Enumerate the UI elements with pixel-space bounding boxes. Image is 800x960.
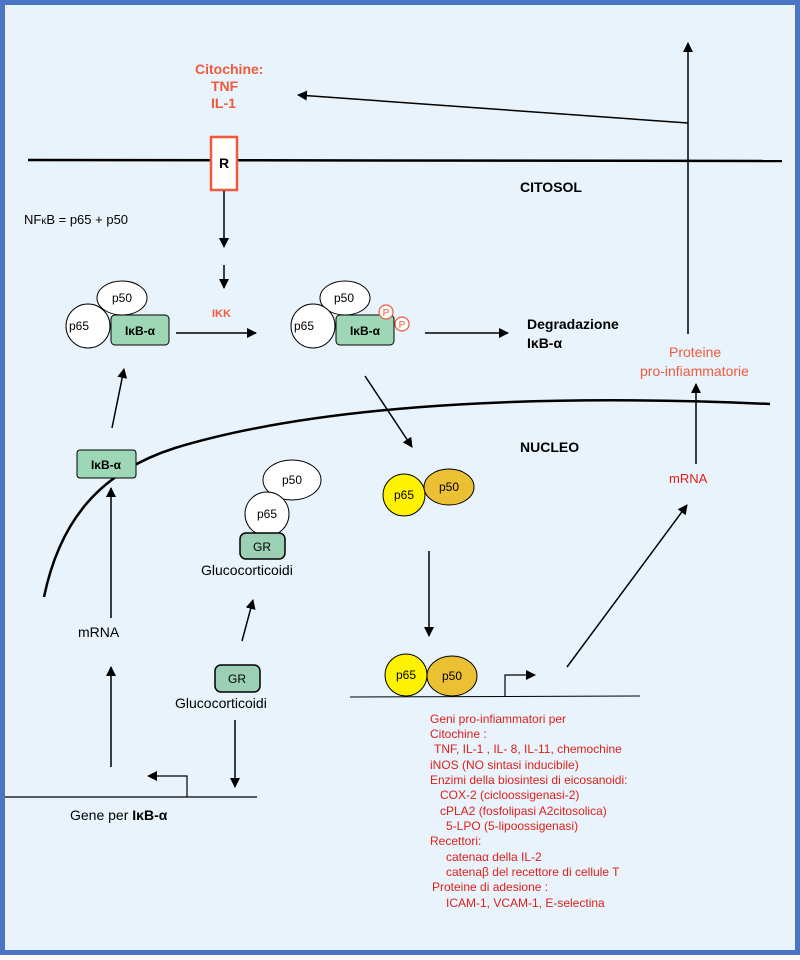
cytokines-title: Citochine:	[195, 61, 263, 77]
promoter-arrow-left	[147, 771, 188, 797]
gr-box-upper	[239, 532, 286, 560]
p50-dna-ellipse	[426, 655, 478, 697]
nuclear-envelope-curve	[42, 399, 771, 598]
glucocorticoid-caption-lower: Glucocorticoidi	[175, 695, 267, 711]
genes-line-13: ICAM-1, VCAM-1, E-selectina	[446, 896, 605, 910]
p65-label-left: p65	[69, 319, 89, 333]
complex-left: p50 p65 IκB-α	[65, 280, 170, 349]
nfkb-definition: NFκB = p65 + p50	[24, 212, 128, 227]
ikb-box-right	[335, 314, 395, 346]
genes-line-7: cPLA2 (fosfolipasi A2citosolica)	[440, 804, 607, 818]
p65-circle-right	[290, 303, 336, 349]
p65-circle-left	[65, 303, 111, 349]
p65-free-circle	[382, 473, 426, 517]
arrow-to-cytokines	[297, 90, 689, 124]
p65-dna-label: p65	[396, 668, 416, 682]
p50-gr-label: p50	[282, 473, 302, 487]
receptor-label: R	[219, 155, 229, 171]
ikb-label-left: IκB-α	[125, 324, 156, 338]
proteins-line2: pro-infiammatorie	[640, 363, 749, 379]
ikb-box-left	[110, 314, 170, 346]
gr-complex-upper: p50 p65 GR Glucocorticoidi	[201, 459, 322, 578]
cytosol-label: CITOSOL	[520, 179, 582, 195]
mrna-left-label: mRNA	[78, 624, 120, 640]
glucocorticoid-caption-upper: Glucocorticoidi	[201, 562, 293, 578]
genes-line-1: Geni pro-infiammatori per	[430, 712, 566, 726]
genes-line-12: Proteine di adesione :	[432, 880, 548, 894]
genes-line-10: catenaα della IL-2	[446, 850, 542, 864]
p65-gr-label: p65	[257, 507, 277, 521]
receptor-box	[209, 135, 239, 192]
genes-line-4: iNOS (NO sintasi inducibile)	[430, 758, 579, 772]
degradation-line2: IκB-α	[527, 335, 562, 351]
arrow-dimer-to-nucleus	[364, 375, 413, 448]
p50-dna-label: p50	[442, 669, 462, 683]
phosphate-label-2: P	[399, 320, 406, 331]
arrow-to-mrna-right	[566, 504, 688, 668]
p50-free-label: p50	[439, 480, 459, 494]
cytokine-tnf: TNF	[211, 78, 239, 94]
promoter-arrow-right	[504, 670, 536, 697]
gr-complex-lower: GR Glucocorticoidi	[175, 664, 267, 711]
p50-free-ellipse	[423, 468, 475, 506]
phosphate-circle-2	[394, 316, 410, 332]
p50-label-left: p50	[112, 291, 132, 305]
genes-line-2: Citochine :	[430, 727, 487, 741]
phosphate-label-1: P	[383, 308, 390, 319]
gr-box-lower	[214, 664, 261, 693]
ikb-box-nucleus-label: IκB-α	[91, 458, 122, 472]
genes-line-3: TNF, IL-1 , IL- 8, IL-11, chemochine	[434, 742, 622, 756]
ikb-label-right: IκB-α	[350, 324, 381, 338]
gene-left-label: Gene per IκB-α	[70, 807, 168, 823]
arrow-gr-up	[241, 599, 256, 642]
p50-label-right: p50	[334, 291, 354, 305]
gr-label-lower: GR	[228, 672, 246, 686]
genes-line-11: catenaβ del recettore di cellule T	[446, 865, 620, 879]
p65-free-label: p65	[394, 488, 414, 502]
dna-line-right	[349, 695, 641, 698]
pro-inflammatory-genes-list: Geni pro-infiammatori per Citochine : TN…	[430, 712, 627, 910]
proteins-line1: Proteine	[669, 344, 721, 360]
complex-right: p50 p65 IκB-α P P	[290, 280, 410, 349]
genes-line-9: Recettori:	[430, 834, 481, 848]
mrna-right-label: mRNA	[669, 471, 708, 486]
p65-label-right: p65	[294, 319, 314, 333]
nucleus-label: NUCLEO	[520, 439, 579, 455]
genes-line-8: 5-LPO (5-lipoossigenasi)	[446, 819, 578, 833]
gr-label-upper: GR	[253, 540, 271, 554]
degradation-line1: Degradazione	[527, 316, 619, 332]
genes-line-6: COX-2 (cicloossigenasi-2)	[440, 788, 579, 802]
cytokine-il1: IL-1	[211, 95, 236, 111]
phosphate-circle-1	[378, 304, 394, 320]
arrow-ikb-to-complex	[111, 368, 128, 429]
p50-gr-ellipse	[262, 459, 322, 501]
cell-membrane-line	[27, 158, 783, 163]
ikb-box-nucleus	[76, 449, 137, 479]
ikk-label: IKK	[212, 308, 231, 320]
dna-bound-dimer: p65 p50	[384, 653, 478, 697]
free-dimer: p65 p50	[382, 468, 475, 517]
genes-line-5: Enzimi della biosintesi di eicosanoidi:	[430, 773, 627, 787]
